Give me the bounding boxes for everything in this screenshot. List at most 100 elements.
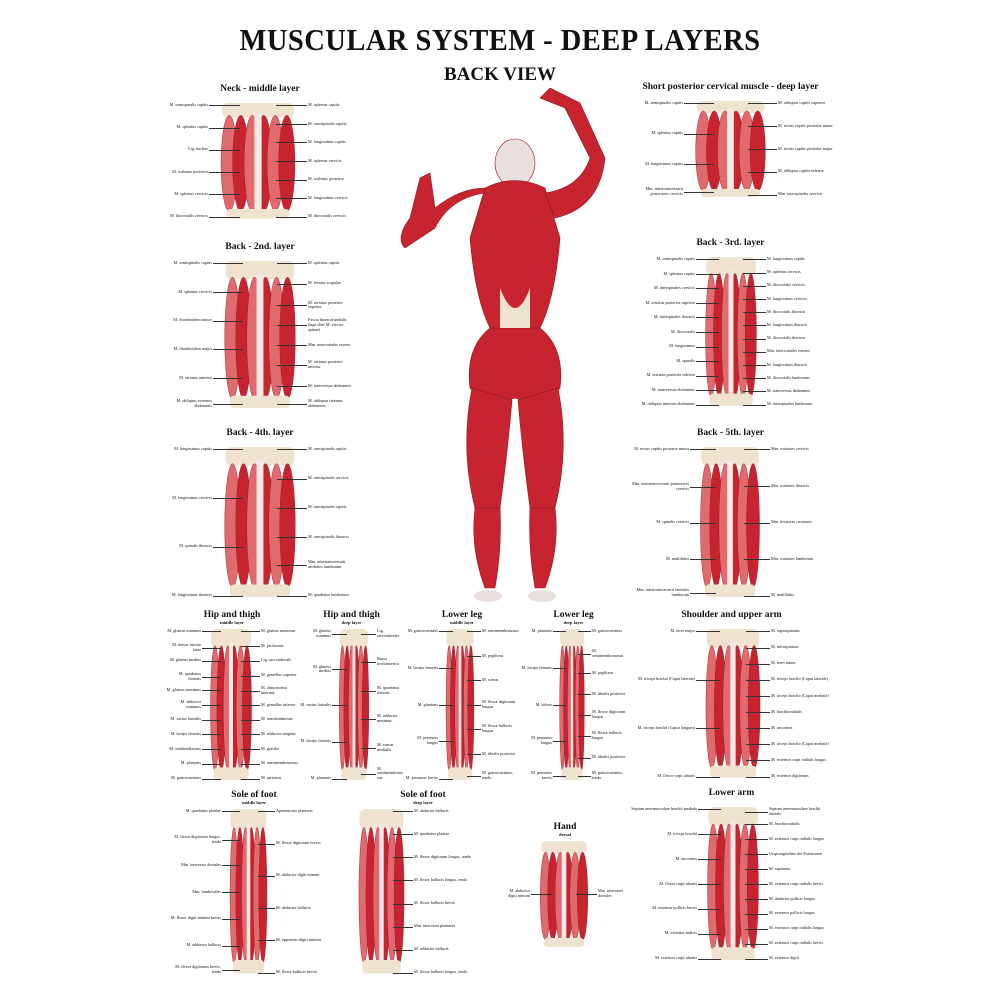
leader-line	[257, 972, 275, 974]
leader-line	[392, 857, 413, 859]
leader-line	[277, 404, 307, 406]
leader-line	[277, 595, 307, 597]
leader-line	[209, 149, 240, 151]
muscle-label: M. peroneus longus	[531, 734, 552, 745]
leader-line	[746, 679, 770, 681]
muscle-label: Mm. interossei plantares	[414, 923, 456, 929]
panel-subtitle: middle layer	[241, 800, 267, 805]
muscle-label: M. adductor minimus	[377, 713, 398, 724]
panel-title: Back - 4th. layer	[226, 428, 294, 438]
muscle-label: M. flexor carpi ulnaris	[659, 880, 697, 886]
leader-line	[209, 127, 240, 129]
muscle-label: M. iliocostalis lumborum	[767, 374, 810, 380]
muscle-label: M. interspinales lumborum	[767, 401, 813, 407]
muscle-label: M. extensor carpi radialis brevis	[769, 940, 824, 946]
leader-line	[578, 715, 591, 717]
panel-title: Hip and thigh	[203, 610, 261, 620]
leader-line	[684, 192, 714, 194]
muscle-label: Mm. intertransversarii posteriores cervi…	[632, 481, 689, 492]
muscle-label: M. triceps brachii (Caput laterale)	[771, 676, 828, 682]
leader-line	[277, 564, 307, 566]
muscle-label: M. flexor hallucis longus, tendo	[414, 969, 468, 975]
panel-title: Hand	[553, 822, 577, 832]
leader-line	[276, 179, 307, 181]
leader-line	[696, 317, 719, 319]
leader-line	[745, 839, 768, 841]
muscle-label: Septum intermusculare brachii mediale	[631, 806, 697, 811]
leader-line	[696, 346, 719, 348]
leader-line	[332, 741, 347, 743]
muscle-label: M. peroneus longus	[417, 734, 438, 745]
muscle-label: M. brachioradialis	[769, 820, 800, 826]
muscle-label: M. semispinalis capitis	[308, 446, 347, 451]
leader-line	[743, 338, 766, 340]
muscle-label: M. semimembranosus	[592, 648, 624, 659]
muscle-illustration-leg_mid	[445, 629, 475, 780]
muscle-label: M. biceps femoris	[521, 664, 552, 670]
muscle-label: M. transversus abdominis	[767, 388, 811, 393]
muscle-label: M. quadratus femoris	[178, 670, 201, 681]
leader-line	[698, 884, 721, 885]
muscle-label: Mm. levatores costarum	[771, 519, 812, 525]
muscle-label: M. anconeus	[771, 724, 793, 730]
muscle-label: M. gemellus inferior	[261, 701, 296, 707]
muscle-label: M. abductor digiti minimi	[508, 888, 530, 898]
leader-line	[578, 631, 591, 633]
leader-line	[743, 351, 766, 353]
muscle-label: Mm. interossei dorsales	[598, 888, 624, 898]
muscle-label: M. splenius cervicis	[178, 288, 212, 294]
muscle-label: M. sartorius	[261, 775, 282, 781]
leader-line	[202, 648, 221, 650]
muscle-label: Lig. nuchae	[188, 146, 208, 152]
muscle-label: M. vastus medialis	[377, 741, 394, 752]
leader-line	[213, 320, 243, 322]
muscle-label: Mm. rotatores cervicis	[771, 446, 809, 451]
leader-line	[361, 662, 376, 664]
leader-line	[746, 695, 770, 697]
leader-line	[743, 285, 766, 287]
muscle-label: M. spinalis cervicis	[656, 519, 689, 525]
leader-line	[277, 449, 307, 451]
leader-line	[746, 760, 770, 762]
muscle-illustration-hand	[540, 841, 588, 947]
muscle-label: M. semitendinosus	[261, 716, 293, 722]
muscle-label: M. abductor hallucis	[414, 808, 449, 813]
muscle-label: M. longissimus thoracis	[767, 361, 808, 367]
muscle-label: M. extensor indicis	[664, 930, 697, 936]
leader-line	[439, 668, 454, 670]
muscle-label: M. longissimus	[669, 343, 695, 349]
muscle-label: M. adductor hallucis	[186, 942, 221, 948]
muscle-label: M. tibialis posterior	[592, 691, 626, 697]
muscle-label: M. rectus capitis posterior minor	[634, 446, 689, 451]
muscle-label: M. triceps brachii (Caput laterale)	[638, 676, 695, 682]
leader-line	[209, 172, 240, 174]
muscle-label: M. gemellus superior	[261, 672, 297, 678]
leader-line	[553, 705, 566, 706]
leader-line	[575, 894, 597, 895]
leader-line	[222, 970, 240, 972]
leader-line	[222, 839, 240, 841]
muscle-label: Lig. sacrotuberale	[261, 657, 292, 663]
leader-line	[241, 719, 260, 721]
leader-line	[745, 943, 768, 945]
leader-line	[361, 633, 376, 635]
leader-line	[213, 595, 243, 597]
leader-line	[241, 778, 260, 780]
muscle-label: M. spinalis	[676, 357, 695, 363]
leader-line	[277, 283, 307, 285]
panel-subtitle: dorsal	[558, 832, 571, 837]
muscle-label: M. gluteus minimus	[313, 628, 331, 638]
leader-line	[222, 811, 240, 813]
leader-line	[332, 633, 347, 635]
muscle-label: M. splenius capitis	[308, 102, 340, 107]
leader-line	[222, 865, 240, 867]
muscle-label: M. biceps femoris	[300, 738, 331, 744]
muscle-label: Mm. intertransversarii mediales lumborum	[308, 559, 346, 569]
leader-line	[241, 675, 260, 677]
muscle-label: M. peroneus brevis	[405, 775, 438, 781]
muscle-label: M. quadratus femoris	[377, 684, 400, 695]
muscle-label: M. piriformis	[261, 642, 284, 648]
